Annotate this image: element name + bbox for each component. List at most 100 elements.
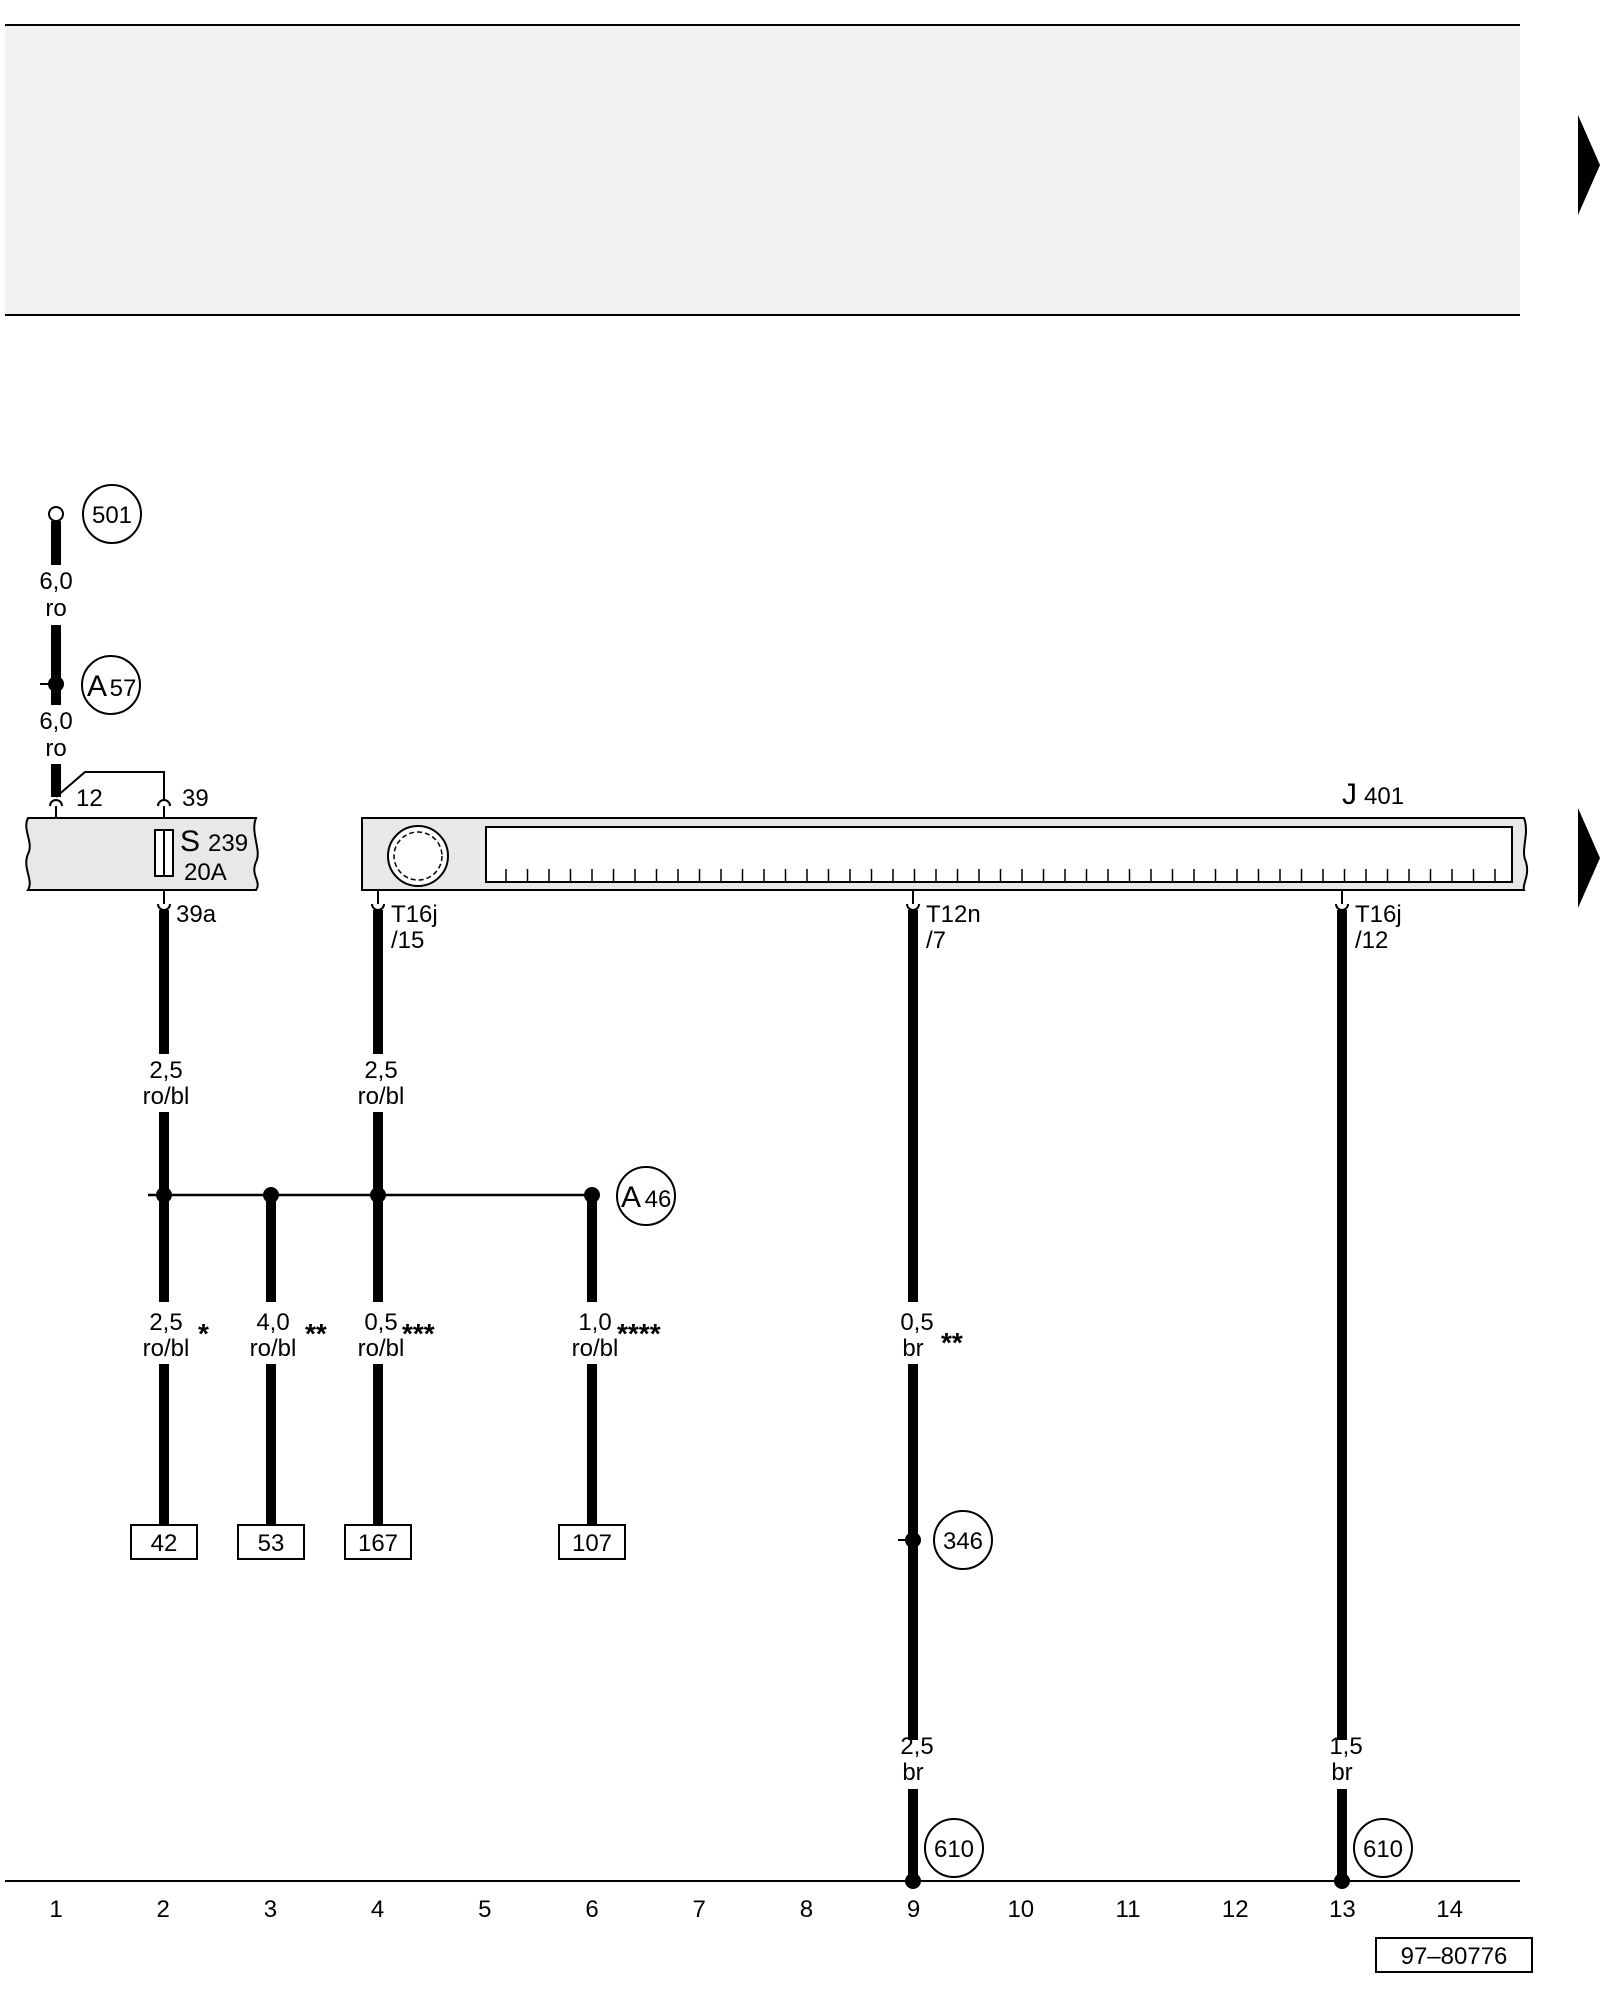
track-number: 3 [264, 1896, 277, 1923]
wire-t9-low-color: br [902, 1759, 923, 1786]
junction-t4 [370, 1187, 386, 1203]
right-arrow-icon[interactable] [1578, 115, 1600, 215]
wire-t2-upper-color: ro/bl [143, 1083, 190, 1110]
pin-t12n7-arc [906, 903, 920, 911]
j401-board-ticks [505, 869, 1496, 881]
fuse-name-letter: S [180, 825, 200, 858]
circle-a57-num: 57 [110, 675, 137, 702]
pin-12-arc [49, 799, 63, 807]
track-number: 10 [1007, 1896, 1034, 1923]
circle-501 [82, 484, 142, 544]
pin-t16j12-b: /12 [1355, 927, 1388, 954]
ref-box-42[interactable] [130, 1524, 198, 1560]
wire-t3-lower-size: 4,0 [256, 1309, 289, 1336]
pin-39a-arc [157, 903, 171, 911]
drawing-number-box [1375, 1937, 1533, 1973]
j401-name-letter: J [1342, 778, 1357, 811]
wire-t9-mid-color: br [902, 1335, 923, 1362]
track-number: 1 [49, 1896, 62, 1923]
circle-610-b-label: 610 [1363, 1836, 1403, 1863]
wire-t6-lower-note: **** [617, 1318, 661, 1349]
ref-167-label: 167 [358, 1530, 398, 1557]
track-number: 2 [157, 1896, 170, 1923]
wire-t13-low-color: br [1331, 1759, 1352, 1786]
pin-39-arc [157, 799, 171, 807]
wire-t4-upper-color: ro/bl [358, 1083, 405, 1110]
wire-t4-lower-color: ro/bl [358, 1335, 405, 1362]
wire-t6-lower-size: 1,0 [578, 1309, 611, 1336]
ref-53-label: 53 [258, 1530, 285, 1557]
junction-t2 [156, 1187, 172, 1203]
track-number: 13 [1329, 1896, 1356, 1923]
wire-t3-lower-note: ** [305, 1318, 327, 1349]
pin-t16j12-a: T16j [1355, 901, 1402, 928]
fuse-pin-12: 12 [76, 785, 103, 812]
wire-t9-mid-note: ** [941, 1327, 963, 1358]
wire-t2-lower-size: 2,5 [149, 1309, 182, 1336]
ref-42-label: 42 [151, 1530, 178, 1557]
wire-top2-color: ro [45, 735, 66, 762]
circle-a46 [616, 1166, 676, 1226]
circle-a46-num: 46 [645, 1186, 672, 1213]
circle-610-b [1353, 1818, 1413, 1878]
track-number: 11 [1116, 1896, 1141, 1923]
pin-t12n7-b: /7 [926, 927, 946, 954]
circle-a57-letter: A [87, 670, 107, 703]
j401-connector-inner [393, 831, 443, 881]
j401-name-num: 401 [1364, 783, 1404, 810]
fuse-name-num: 239 [208, 830, 248, 857]
fuse-rating: 20A [184, 859, 227, 886]
ref-box-53[interactable] [237, 1524, 305, 1560]
track-number: 12 [1222, 1896, 1249, 1923]
fuse-pin-39a: 39a [176, 901, 217, 928]
circle-610-a [924, 1818, 984, 1878]
pin-t16j12-arc [1335, 903, 1349, 911]
junction-346 [905, 1532, 921, 1548]
wire-top1-color: ro [45, 595, 66, 622]
track-number: 9 [907, 1896, 920, 1923]
circle-346 [933, 1510, 993, 1570]
track-number: 5 [478, 1896, 491, 1923]
ref-box-107[interactable] [558, 1524, 626, 1560]
circle-346-label: 346 [943, 1528, 983, 1555]
track-number: 14 [1436, 1896, 1463, 1923]
j401-connector-outer [387, 825, 449, 887]
circle-610-a-label: 610 [934, 1836, 974, 1863]
fuse-pin-39: 39 [182, 785, 209, 812]
pin-t12n7-a: T12n [926, 901, 981, 928]
wire-t2-lower-note: * [198, 1318, 209, 1349]
pin-t16j15-arc [371, 903, 385, 911]
j401-circuit-board [485, 826, 1513, 883]
fuse-bridge [55, 771, 165, 800]
wire-t9-mid-size: 0,5 [900, 1309, 933, 1336]
circle-a46-letter: A [621, 1181, 641, 1214]
wire-t4-lower-size: 0,5 [364, 1309, 397, 1336]
wire-t2-lower-color: ro/bl [143, 1335, 190, 1362]
wire-top2-size: 6,0 [39, 708, 72, 735]
header-area [5, 25, 1520, 315]
drawing-number: 97–80776 [1401, 1943, 1508, 1970]
track-number: 8 [800, 1896, 813, 1923]
terminal-501-open [48, 506, 64, 522]
ref-box-167[interactable] [344, 1524, 412, 1560]
circle-501-label: 501 [92, 502, 132, 529]
track-number: 7 [693, 1896, 706, 1923]
wire-top1-size: 6,0 [39, 568, 72, 595]
pin-t16j15-b: /15 [391, 927, 424, 954]
fuse-box [25, 817, 259, 891]
wire-t6-lower-color: ro/bl [572, 1335, 619, 1362]
ref-107-label: 107 [572, 1530, 612, 1557]
circle-a57 [81, 655, 141, 715]
track-number: 4 [371, 1896, 384, 1923]
track-number: 6 [585, 1896, 598, 1923]
wire-t3-lower-color: ro/bl [250, 1335, 297, 1362]
right-arrow-icon[interactable] [1578, 808, 1600, 908]
pin-t16j15-a: T16j [391, 901, 438, 928]
wire-t4-upper-size: 2,5 [364, 1057, 397, 1084]
wire-t13-low-size: 1,5 [1329, 1733, 1362, 1760]
wire-t4-lower-note: *** [402, 1318, 435, 1349]
wire-t9-low-size: 2,5 [900, 1733, 933, 1760]
wire-t2-upper-size: 2,5 [149, 1057, 182, 1084]
